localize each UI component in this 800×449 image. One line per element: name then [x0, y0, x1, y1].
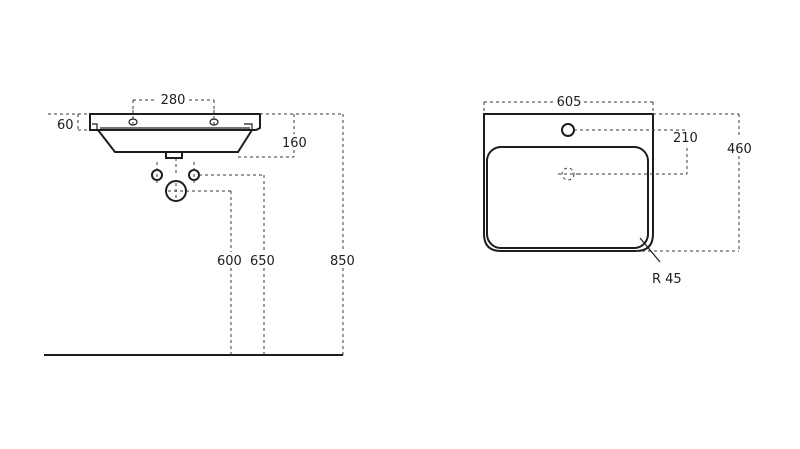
dim-waste-height: 600: [186, 190, 242, 355]
dim-waste-height-label: 600: [217, 254, 242, 269]
dim-basin-depth: 160: [238, 113, 307, 158]
dim-supply-height: 650: [199, 174, 275, 355]
dim-depth: 460: [636, 113, 752, 252]
dim-tap-spacing: 280: [132, 93, 215, 110]
dim-supply-height-label: 650: [250, 254, 275, 269]
basin-right-lip: [244, 123, 253, 130]
tap-hole: [561, 123, 575, 137]
dim-corner-radius: R 45: [639, 237, 682, 287]
basin-bowl-outline: [97, 129, 253, 153]
dim-top-height-label: 850: [330, 254, 355, 269]
dim-corner-radius-label: R 45: [652, 272, 682, 287]
dim-basin-depth-label: 160: [282, 136, 307, 151]
dim-top-height: 850: [260, 113, 355, 355]
basin-outer-outline: [483, 113, 654, 252]
dim-width: 605: [483, 95, 654, 114]
tap-hole-right: [209, 110, 219, 128]
wall-bracket: [92, 123, 98, 130]
side-view: 280 60 160 600 650: [44, 93, 355, 356]
dim-tap-to-drain-label: 210: [673, 131, 698, 146]
dim-rim-thickness-label: 60: [57, 118, 74, 133]
tap-hole-left: [128, 110, 138, 128]
dim-rim-thickness: 60: [48, 113, 90, 133]
waste-outlet: [165, 151, 183, 159]
dim-tap-to-drain: 210: [574, 129, 698, 175]
basin-inner-bowl: [486, 146, 649, 249]
top-view: 605 210 460 R 45: [483, 95, 752, 287]
drain-hidden: [561, 167, 575, 181]
basin-rim-outline: [89, 113, 261, 131]
dim-depth-label: 460: [727, 142, 752, 157]
dim-tap-spacing-label: 280: [161, 93, 186, 108]
dim-width-label: 605: [557, 95, 582, 110]
